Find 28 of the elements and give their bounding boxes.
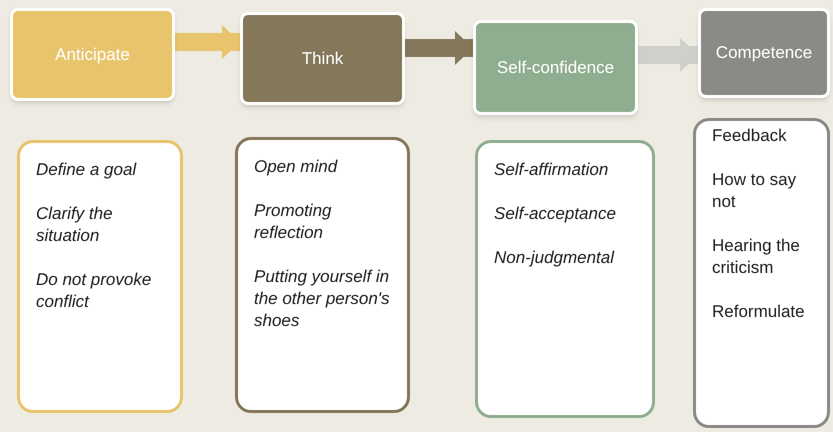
- arrow: [175, 25, 240, 59]
- list-card: [17, 140, 183, 413]
- list-item: Non-judgmental: [494, 247, 616, 269]
- list-item: Clarify the situation: [36, 203, 114, 247]
- list-card: [693, 118, 830, 428]
- list-item: Open mind: [254, 156, 339, 178]
- list-item: Reformulate: [712, 301, 806, 323]
- stage-box: [473, 20, 638, 115]
- list-item: Feedback: [712, 125, 788, 147]
- list-card: [235, 137, 410, 413]
- list-item: Hearing the criticism: [712, 235, 801, 279]
- stage-title: Anticipate: [55, 44, 130, 66]
- stage-box: [240, 12, 405, 105]
- arrow: [638, 38, 698, 72]
- list-card: [475, 140, 655, 418]
- list-item: Do not provoke conflict: [36, 269, 152, 313]
- list-item: Promoting reflection: [254, 200, 332, 244]
- stage-title: Think: [302, 48, 344, 70]
- arrow: [405, 31, 473, 65]
- stage-title: Competence: [716, 42, 812, 64]
- list-item: Self-acceptance: [494, 203, 617, 225]
- list-item: Putting yourself in the other person's shoes: [254, 266, 391, 332]
- stage-title: Self-confidence: [496, 56, 614, 79]
- list-item: Self-affirmation: [494, 159, 610, 181]
- list-item: How to say not: [712, 169, 798, 213]
- stage-box: [698, 8, 830, 98]
- stage-box: [10, 8, 175, 101]
- list-item: Define a goal: [36, 159, 138, 181]
